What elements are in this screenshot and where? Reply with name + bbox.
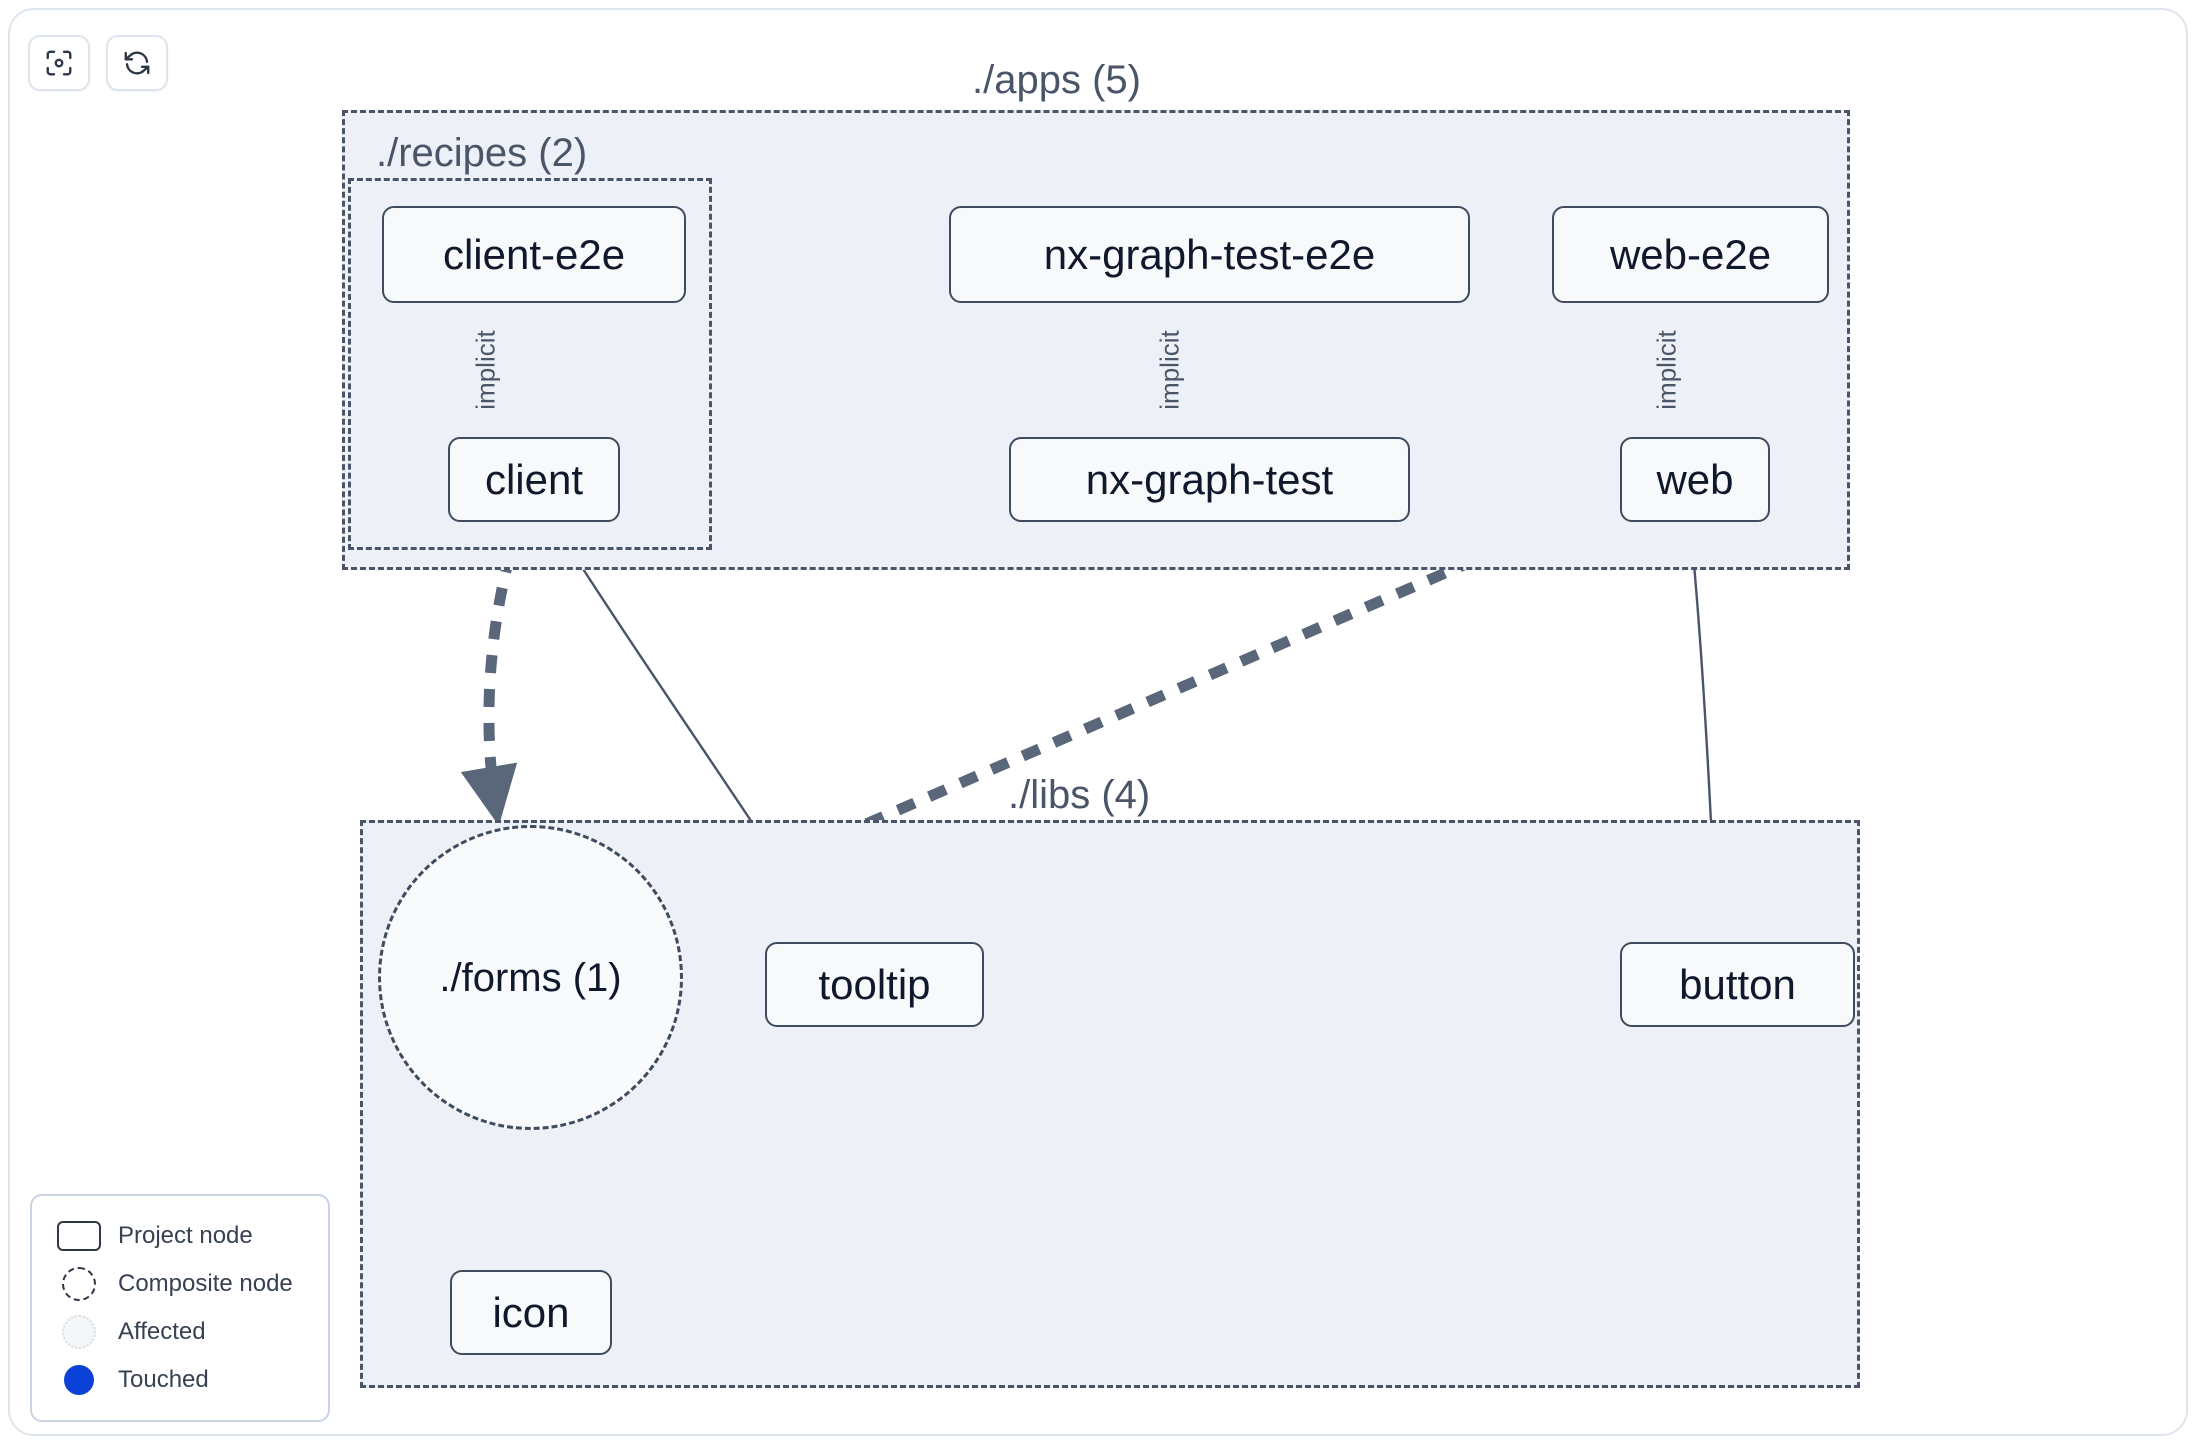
node-web-e2e[interactable]: web-e2e	[1552, 206, 1829, 303]
node-tooltip[interactable]: tooltip	[765, 942, 984, 1027]
viewfinder-focus-icon	[44, 48, 74, 78]
node-icon[interactable]: icon	[450, 1270, 612, 1355]
legend-item-touched: Touched	[50, 1356, 310, 1404]
legend-label-affected: Affected	[118, 1318, 206, 1345]
composite-node-swatch	[50, 1267, 108, 1301]
node-forms-composite[interactable]: ./forms (1)	[378, 825, 683, 1130]
node-button[interactable]: button	[1620, 942, 1855, 1027]
legend-item-affected: Affected	[50, 1308, 310, 1356]
group-label-libs: ./libs (4)	[1008, 773, 1151, 817]
focus-graph-button[interactable]	[28, 35, 90, 91]
node-nx-graph-test[interactable]: nx-graph-test	[1009, 437, 1410, 522]
legend-label-composite-node: Composite node	[118, 1270, 293, 1297]
legend-label-project-node: Project node	[118, 1222, 253, 1249]
node-client-e2e[interactable]: client-e2e	[382, 206, 686, 303]
node-web[interactable]: web	[1620, 437, 1770, 522]
refresh-sync-icon	[122, 48, 152, 78]
project-node-swatch	[50, 1221, 108, 1251]
touched-swatch	[50, 1365, 108, 1395]
group-label-apps: ./apps (5)	[972, 58, 1141, 102]
legend-item-project-node: Project node	[50, 1212, 310, 1260]
refresh-graph-button[interactable]	[106, 35, 168, 91]
graph-toolbar	[28, 35, 168, 91]
node-nx-graph-test-e2e[interactable]: nx-graph-test-e2e	[949, 206, 1470, 303]
group-label-recipes: ./recipes (2)	[376, 131, 588, 175]
graph-legend: Project node Composite node Affected Tou…	[30, 1194, 330, 1422]
affected-swatch	[50, 1315, 108, 1349]
legend-item-composite-node: Composite node	[50, 1260, 310, 1308]
node-client[interactable]: client	[448, 437, 620, 522]
legend-label-touched: Touched	[118, 1366, 209, 1393]
